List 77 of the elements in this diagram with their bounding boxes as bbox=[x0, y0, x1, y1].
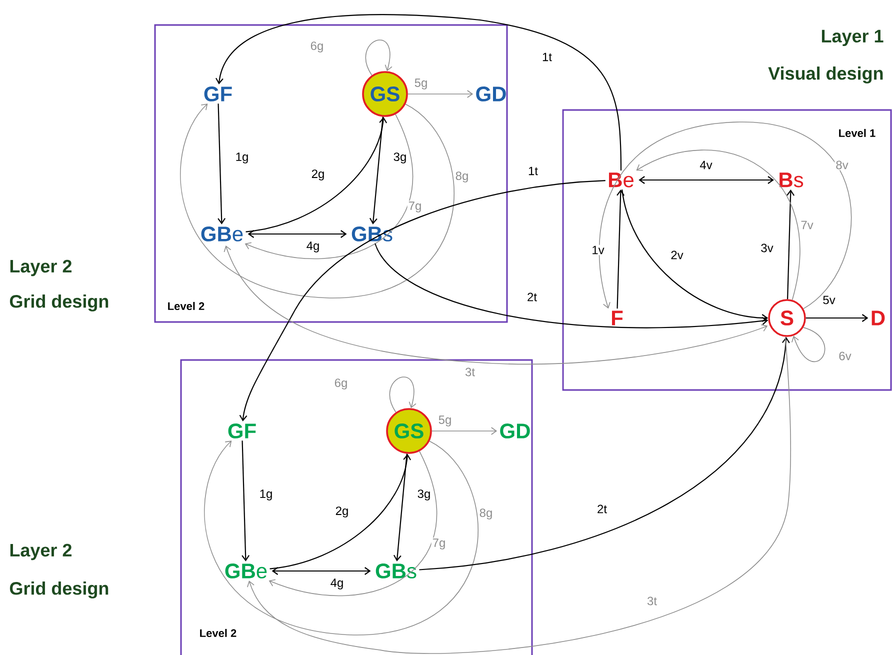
state-label: GBs bbox=[376, 564, 416, 578]
arrow bbox=[270, 454, 412, 570]
edge-label: 7g bbox=[407, 200, 423, 214]
edge-label: 5g bbox=[437, 414, 453, 428]
arrow bbox=[239, 180, 606, 422]
state-label: F bbox=[612, 310, 623, 326]
layer-title: Visual design bbox=[768, 66, 883, 84]
state-label: GD bbox=[476, 86, 506, 102]
arrow bbox=[786, 190, 794, 300]
edge-label: 3g bbox=[392, 152, 408, 164]
edge-label: 2g bbox=[310, 168, 326, 182]
layer-title: Layer 2 bbox=[10, 544, 72, 560]
arrow bbox=[248, 230, 347, 238]
layer-title: Layer 2 bbox=[10, 260, 72, 276]
arrow bbox=[622, 189, 768, 322]
edge-label: 8v bbox=[834, 160, 850, 170]
arrow bbox=[636, 150, 800, 300]
edge-label: 3v bbox=[760, 242, 774, 254]
loop-arrow bbox=[792, 327, 826, 362]
state-label: Bs bbox=[780, 172, 804, 188]
arrow bbox=[247, 336, 792, 654]
layer-title: Layer 1 bbox=[822, 30, 884, 46]
arrow bbox=[272, 567, 371, 575]
arrow bbox=[393, 454, 408, 562]
state-label: GF bbox=[204, 86, 232, 102]
state-label: GF bbox=[228, 424, 256, 438]
edge-label: 4g bbox=[329, 578, 345, 590]
loop-arrow bbox=[389, 376, 416, 413]
edge-label: 3t bbox=[464, 366, 476, 378]
arrow bbox=[369, 116, 384, 224]
edge-label: 8g bbox=[478, 508, 494, 520]
edge-label: 6v bbox=[838, 350, 852, 362]
arrow bbox=[419, 336, 790, 570]
edge-label: 2t bbox=[526, 292, 538, 302]
edge-label: 4v bbox=[698, 160, 714, 170]
arrow bbox=[216, 14, 622, 170]
arrow bbox=[598, 122, 852, 310]
state-label: GD bbox=[500, 424, 530, 438]
edge-label: 8g bbox=[454, 170, 470, 184]
edge-label: 1g bbox=[234, 152, 250, 164]
edge-label: 2t bbox=[596, 504, 608, 514]
edge-label: 1v bbox=[590, 244, 606, 256]
arrow bbox=[616, 190, 625, 309]
edge-label: 6g bbox=[333, 378, 349, 390]
arrow bbox=[242, 440, 250, 562]
edge-label: 7v bbox=[800, 220, 814, 230]
layer-title: Grid design bbox=[10, 582, 108, 598]
state-label: GBe bbox=[201, 226, 243, 242]
edge-label: 7g bbox=[431, 538, 447, 550]
arrow bbox=[432, 427, 498, 435]
edge-label: 3g bbox=[416, 488, 432, 502]
edge-label: 5g bbox=[413, 78, 429, 90]
edge-label: 1t bbox=[527, 166, 539, 176]
arrow bbox=[224, 246, 768, 365]
arrow bbox=[204, 440, 479, 636]
layer-title: Grid design bbox=[10, 294, 108, 312]
edge-label: 1t bbox=[541, 52, 553, 62]
arrow bbox=[218, 104, 226, 224]
arrow bbox=[246, 116, 388, 232]
arrow bbox=[638, 176, 774, 184]
edge-label: 2g bbox=[334, 506, 350, 518]
arrow bbox=[806, 314, 868, 322]
state-label: GBe bbox=[225, 564, 267, 578]
loop-arrow bbox=[365, 40, 392, 76]
arrow bbox=[244, 114, 413, 259]
edge-label: 1g bbox=[258, 488, 274, 502]
edge-label: 2v bbox=[670, 250, 684, 260]
arrow bbox=[268, 450, 437, 596]
arrow bbox=[180, 104, 455, 298]
state-label: Be bbox=[609, 172, 634, 188]
state-label: D bbox=[872, 310, 885, 326]
edge-label: 5v bbox=[822, 294, 836, 306]
arrow bbox=[408, 90, 474, 98]
edge-label: 4g bbox=[305, 240, 321, 254]
arrow bbox=[374, 243, 768, 328]
edge-label: 3t bbox=[646, 596, 658, 606]
edge-label: 6g bbox=[309, 40, 325, 54]
